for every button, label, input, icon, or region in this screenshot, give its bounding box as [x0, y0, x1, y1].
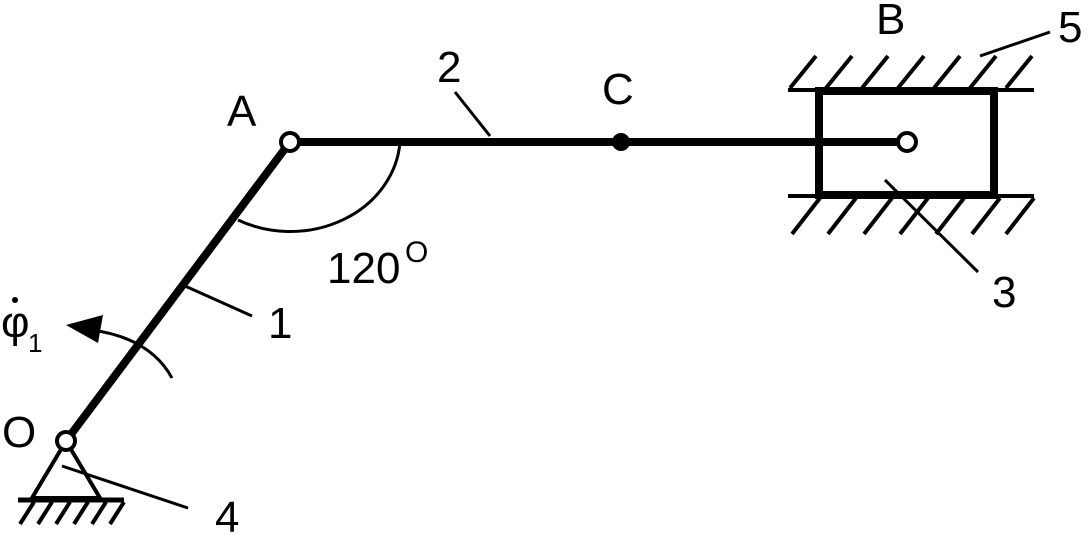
label-angle-unit: O [405, 236, 428, 269]
ground-support-o [18, 437, 189, 526]
leader-line-3 [883, 178, 980, 274]
label-point-b: B [876, 0, 905, 44]
ground-hatching-o [18, 500, 126, 526]
label-link-4: 4 [215, 493, 239, 534]
angular-velocity-dot [12, 297, 18, 303]
angle-arc-120 [237, 141, 402, 233]
leader-line-4 [61, 464, 189, 510]
crank-link-1 [62, 139, 294, 444]
leader-line-2 [453, 91, 492, 137]
label-angle-value: 120 [327, 244, 400, 293]
angular-velocity-arrowhead [66, 315, 103, 343]
guide-hatching-top [788, 54, 1034, 90]
angular-velocity-arc [91, 328, 174, 379]
label-point-a: A [227, 87, 257, 136]
label-point-c: C [602, 65, 634, 114]
label-link-1: 1 [268, 299, 292, 348]
label-link-2: 2 [437, 43, 461, 92]
slider-block-3 [815, 87, 998, 199]
joint-o [55, 430, 77, 452]
label-angular-velocity-symbol: φ [1, 298, 30, 347]
point-c-dot [612, 133, 630, 151]
leader-line-5 [979, 30, 1051, 58]
leader-line-1 [184, 284, 253, 318]
label-point-o: O [2, 408, 36, 457]
guide-hatching-bottom [790, 196, 1036, 236]
label-link-5: 5 [1058, 3, 1082, 52]
label-link-3: 3 [992, 268, 1016, 317]
joint-b [896, 131, 918, 153]
joint-a [279, 131, 301, 153]
slider-guides [788, 30, 1051, 236]
label-angular-velocity-subscript: 1 [28, 328, 42, 358]
